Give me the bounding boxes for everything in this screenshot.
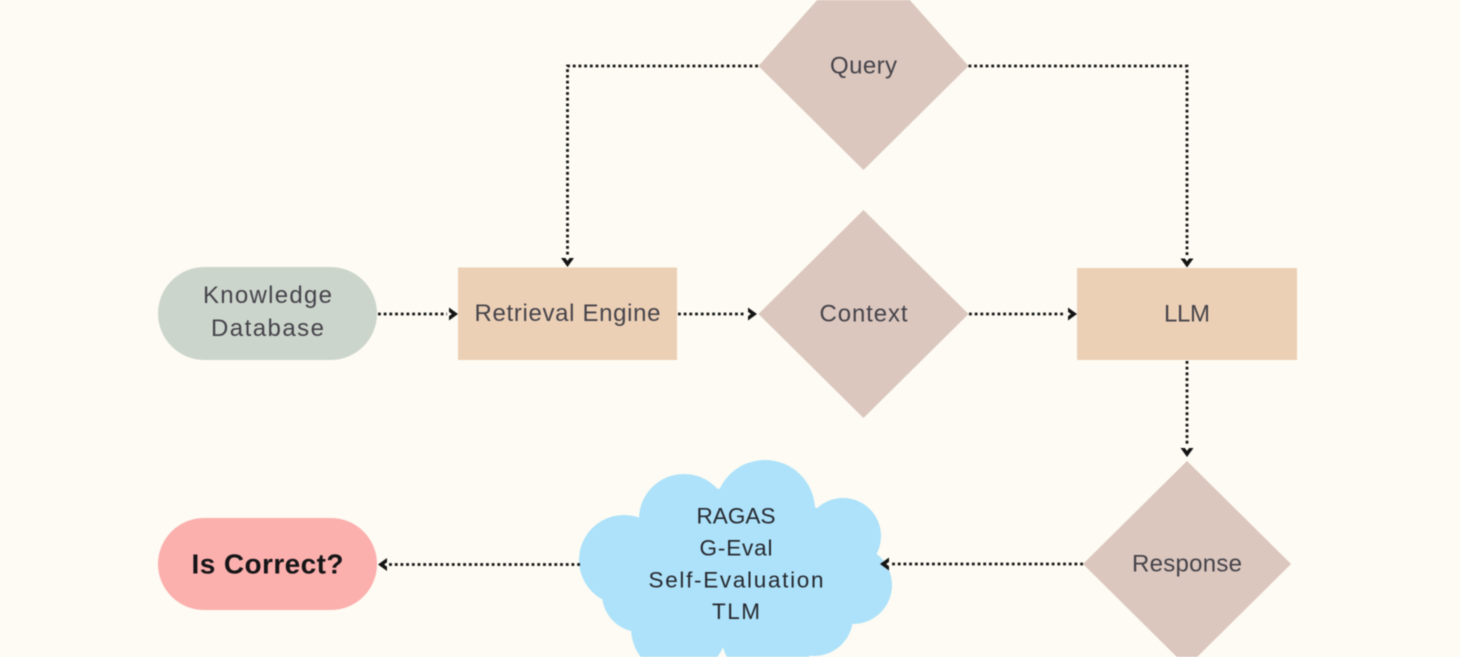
svg-text:Knowledge: Knowledge [203,282,332,309]
svg-text:Response: Response [1132,551,1242,578]
svg-text:Database: Database [211,315,324,342]
svg-text:LLM: LLM [1164,301,1210,328]
svg-text:RAGAS: RAGAS [697,504,776,529]
svg-text:Query: Query [830,53,897,80]
svg-text:Context: Context [820,301,908,328]
svg-text:Self-Evaluation: Self-Evaluation [649,568,824,593]
svg-text:Retrieval Engine: Retrieval Engine [475,300,661,327]
svg-text:Is Correct?: Is Correct? [192,549,344,580]
svg-text:TLM: TLM [712,599,760,624]
svg-text:G-Eval: G-Eval [700,536,773,561]
